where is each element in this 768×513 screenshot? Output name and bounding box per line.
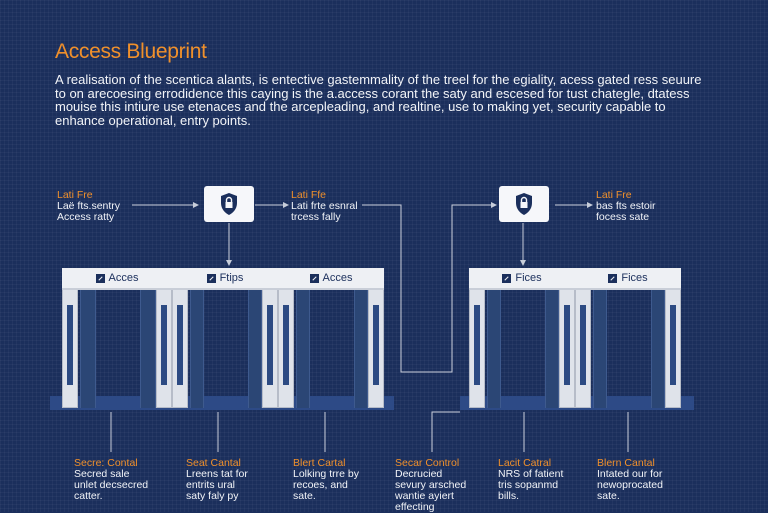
bottom-note-line: catter. — [74, 490, 103, 502]
top-note-heading: Lati Fre — [596, 189, 632, 201]
gate-pillar — [559, 288, 575, 408]
bottom-note-2: Seat Cantal Lreens tat for entrits ural … — [186, 458, 248, 502]
gate-door — [487, 290, 501, 408]
bottom-note-line: sate. — [597, 490, 620, 502]
bottom-note-4: Secar Control Decrucied sevury arsched w… — [395, 458, 466, 513]
drop-line-4 — [431, 411, 460, 452]
bottom-note-heading: Lacit Catral — [498, 457, 552, 469]
gate-label: Acces — [322, 272, 353, 284]
gate-door — [593, 290, 607, 408]
check-box-icon — [502, 273, 512, 283]
top-note-line: Laë fts.sentry — [57, 200, 121, 212]
check-box-icon — [309, 273, 319, 283]
bottom-note-line: tris sopanmd — [498, 479, 559, 491]
bottom-note-line: Secred sale — [74, 468, 130, 480]
bottom-note-heading: Blert Cartal — [293, 457, 346, 469]
gate-pillar — [278, 288, 294, 408]
bottom-note-line: wantie ayiert — [395, 490, 454, 502]
gate-door — [248, 290, 262, 408]
bottom-note-line: bills. — [498, 490, 520, 502]
gate-door — [545, 290, 559, 408]
top-note-2: Lati Ffe Lati frte esnral trcess fally — [291, 190, 358, 223]
gate-label: Ftips — [219, 272, 244, 284]
gate-door — [190, 290, 204, 408]
gate-pillar — [262, 288, 278, 408]
gate-door — [80, 290, 96, 408]
lock-shield-icon — [516, 193, 532, 215]
check-box-icon — [206, 273, 216, 283]
gate-beam: Ftips — [172, 268, 278, 290]
top-note-heading: Lati Ffe — [291, 189, 327, 201]
bottom-note-line: entrits ural — [186, 479, 236, 491]
access-gate-4: Fices — [469, 268, 575, 410]
gate-pillar — [156, 288, 172, 408]
check-box-icon — [608, 273, 618, 283]
access-gate-2: Ftips — [172, 268, 278, 410]
bottom-note-heading: Blern Cantal — [597, 457, 655, 469]
gate-beam: Acces — [62, 268, 172, 290]
top-note-line: Access ratty — [57, 211, 115, 223]
gate-pillar — [469, 288, 485, 408]
gate-label: Acces — [108, 272, 139, 284]
gate-door — [140, 290, 156, 408]
top-note-line: bas fts estoir — [596, 200, 656, 212]
gate-label: Fices — [515, 272, 542, 284]
shield-box-1 — [204, 186, 254, 222]
gate-beam: Acces — [278, 268, 384, 290]
gate-pillar — [368, 288, 384, 408]
top-note-line: focess sate — [596, 211, 650, 223]
shield-box-2 — [499, 186, 549, 222]
gate-pillar — [172, 288, 188, 408]
lock-shield-icon — [221, 193, 237, 215]
bottom-note-line: Lolking trre by — [293, 468, 359, 480]
access-gate-3: Acces — [278, 268, 384, 410]
gate-beam: Fices — [469, 268, 575, 290]
bottom-note-line: unlet decsecred — [74, 479, 149, 491]
bottom-note-line: sate. — [293, 490, 316, 502]
connector-left-to-right-group — [362, 202, 497, 373]
bottom-note-1: Secre: Contal Secred sale unlet decsecre… — [74, 458, 148, 502]
bottom-note-line: Decrucied — [395, 468, 443, 480]
bottom-note-line: Intated our for — [597, 468, 663, 480]
page-title: Access Blueprint — [55, 40, 207, 63]
gate-beam: Fices — [575, 268, 681, 290]
top-note-line: trcess fally — [291, 211, 341, 223]
bottom-note-heading: Secre: Contal — [74, 457, 138, 469]
bottom-note-3: Blert Cartal Lolking trre by recoes, and… — [293, 458, 359, 502]
bottom-note-line: effecting — [395, 501, 435, 513]
bottom-note-line: NRS of fatient — [498, 468, 564, 480]
bottom-note-line: sevury arsched — [395, 479, 467, 491]
top-note-line: Lati frte esnral — [291, 200, 358, 212]
bottom-note-line: newoprocated — [597, 479, 663, 491]
gate-door — [651, 290, 665, 408]
bottom-note-heading: Seat Cantal — [186, 457, 241, 469]
check-box-icon — [95, 273, 105, 283]
access-gate-5: Fices — [575, 268, 681, 410]
top-note-1: Lati Fre Laë fts.sentry Access ratty — [57, 190, 120, 223]
gate-door — [354, 290, 368, 408]
gate-door — [296, 290, 310, 408]
gate-pillar — [665, 288, 681, 408]
gate-label: Fices — [621, 272, 648, 284]
bottom-note-5: Lacit Catral NRS of fatient tris sopanmd… — [498, 458, 563, 502]
bottom-note-6: Blern Cantal Intated our for newoprocate… — [597, 458, 663, 502]
bottom-note-heading: Secar Control — [395, 457, 460, 469]
bottom-note-line: saty faly py — [186, 490, 239, 502]
bottom-note-line: Lreens tat for — [186, 468, 248, 480]
access-gate-1: Acces — [62, 268, 172, 410]
gate-pillar — [575, 288, 591, 408]
top-note-heading: Lati Fre — [57, 189, 93, 201]
bottom-note-line: recoes, and — [293, 479, 348, 491]
gate-pillar — [62, 288, 78, 408]
intro-paragraph: A realisation of the scentica alants, is… — [55, 72, 702, 128]
top-note-3: Lati Fre bas fts estoir focess sate — [596, 190, 656, 223]
